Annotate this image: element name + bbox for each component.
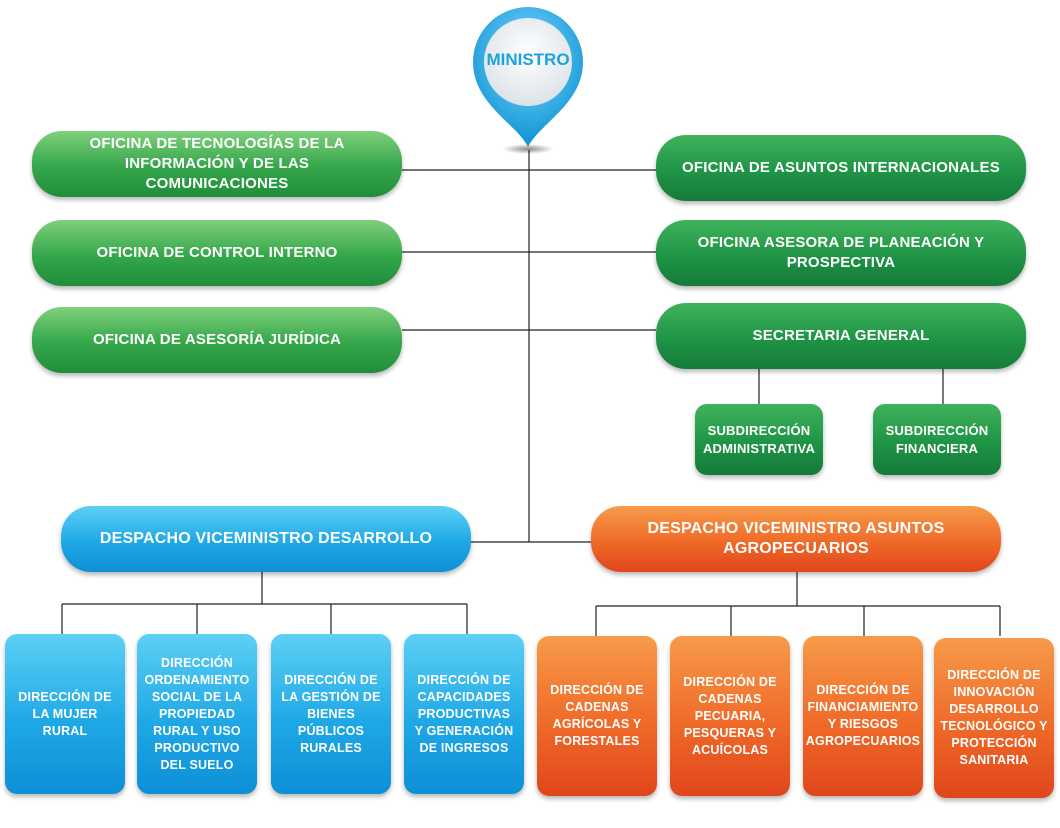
office-planeacion[interactable]: OFICINA ASESORA DE PLANEACIÓN Y PROSPECT… (656, 220, 1026, 286)
subdireccion-administrativa-label: SUBDIRECCIÓN ADMINISTRATIVA (702, 422, 816, 456)
direccion-capacidades-productivas-label: DIRECCIÓN DE CAPACIDADES PRODUCTIVAS Y G… (414, 672, 514, 755)
direccion-bienes-publicos[interactable]: DIRECCIÓN DE LA GESTIÓN DE BIENES PÚBLIC… (271, 634, 391, 794)
direccion-financiamiento-label: DIRECCIÓN DE FINANCIAMIENTO Y RIESGOS AG… (805, 683, 921, 748)
subdireccion-financiera-label: SUBDIRECCIÓN FINANCIERA (885, 422, 989, 456)
direccion-financiamiento[interactable]: DIRECCIÓN DE FINANCIAMIENTO Y RIESGOS AG… (803, 636, 923, 796)
office-control-interno[interactable]: OFICINA DE CONTROL INTERNO (32, 220, 402, 286)
direccion-ordenamiento-social-label: DIRECCIÓN ORDENAMIENTO SOCIAL DE LA PROP… (144, 655, 250, 772)
vice-desarrollo-label: DESPACHO VICEMINISTRO DESARROLLO (99, 530, 433, 547)
office-control-interno-label: OFICINA DE CONTROL INTERNO (96, 244, 338, 261)
secretaria-general-label: SECRETARIA GENERAL (752, 327, 930, 344)
direccion-cadenas-pecuaria-label: DIRECCIÓN DE CADENAS PECUARIA, PESQUERAS… (683, 674, 777, 757)
office-asesoria-juridica[interactable]: OFICINA DE ASESORÍA JURÍDICA (32, 307, 402, 373)
direccion-innovacion-label: DIRECCIÓN DE INNOVACIÓN DESARROLLO TECNO… (940, 668, 1048, 767)
vice-desarrollo[interactable]: DESPACHO VICEMINISTRO DESARROLLO (61, 506, 471, 572)
vice-agropecuarios[interactable]: DESPACHO VICEMINISTRO ASUNTOS AGROPECUAR… (591, 506, 1001, 572)
ministro-label: MINISTRO (486, 50, 570, 69)
ministro-pin-icon (473, 7, 583, 154)
office-tic-label: OFICINA DE TECNOLOGÍAS DE LA INFORMACIÓN… (89, 135, 345, 192)
secretaria-general[interactable]: SECRETARIA GENERAL (656, 303, 1026, 369)
office-asuntos-internacionales[interactable]: OFICINA DE ASUNTOS INTERNACIONALES (656, 135, 1026, 201)
direccion-cadenas-pecuaria[interactable]: DIRECCIÓN DE CADENAS PECUARIA, PESQUERAS… (670, 636, 790, 796)
office-asuntos-internacionales-label: OFICINA DE ASUNTOS INTERNACIONALES (682, 159, 1000, 176)
office-planeacion-label: OFICINA ASESORA DE PLANEACIÓN Y PROSPECT… (697, 234, 985, 271)
direccion-innovacion[interactable]: DIRECCIÓN DE INNOVACIÓN DESARROLLO TECNO… (934, 638, 1054, 798)
subdireccion-financiera[interactable]: SUBDIRECCIÓN FINANCIERA (873, 404, 1001, 475)
direccion-mujer-rural-label: DIRECCIÓN DE LA MUJER RURAL (18, 689, 112, 738)
office-tic[interactable]: OFICINA DE TECNOLOGÍAS DE LA INFORMACIÓN… (32, 131, 402, 197)
direccion-bienes-publicos-label: DIRECCIÓN DE LA GESTIÓN DE BIENES PÚBLIC… (281, 672, 381, 755)
direccion-cadenas-agricolas[interactable]: DIRECCIÓN DE CADENAS AGRÍCOLAS Y FORESTA… (537, 636, 657, 796)
direccion-mujer-rural[interactable]: DIRECCIÓN DE LA MUJER RURAL (5, 634, 125, 794)
subdireccion-administrativa[interactable]: SUBDIRECCIÓN ADMINISTRATIVA (695, 404, 823, 475)
direccion-ordenamiento-social[interactable]: DIRECCIÓN ORDENAMIENTO SOCIAL DE LA PROP… (137, 634, 257, 794)
office-asesoria-juridica-label: OFICINA DE ASESORÍA JURÍDICA (92, 331, 342, 348)
direccion-cadenas-agricolas-label: DIRECCIÓN DE CADENAS AGRÍCOLAS Y FORESTA… (550, 683, 644, 748)
vice-agropecuarios-label: DESPACHO VICEMINISTRO ASUNTOS AGROPECUAR… (647, 520, 945, 557)
direccion-capacidades-productivas[interactable]: DIRECCIÓN DE CAPACIDADES PRODUCTIVAS Y G… (404, 634, 524, 794)
